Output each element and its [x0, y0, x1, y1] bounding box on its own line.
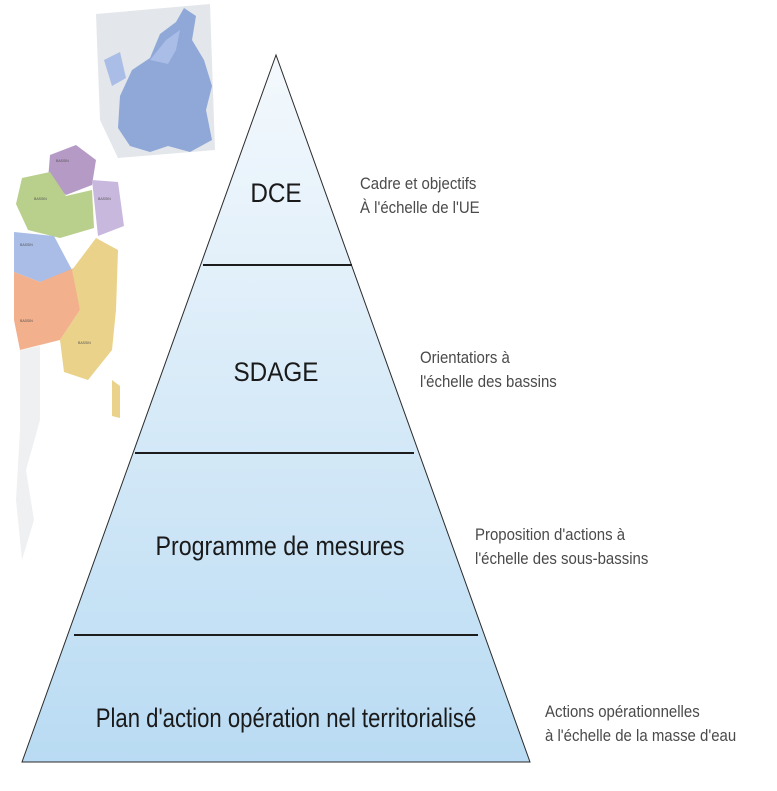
level-description-plan: Actions opérationnelles à l'échelle de l…	[545, 700, 736, 748]
description-line: Actions opérationnelles	[545, 702, 700, 721]
level-description-programme: Proposition d'actions à l'échelle des so…	[475, 523, 648, 571]
level-label-dce: DCE	[250, 179, 301, 208]
level-label-programme: Programme de mesures	[156, 531, 405, 561]
description-line: Cadre et objectifs	[360, 174, 477, 193]
description-line: l'échelle des bassins	[420, 372, 557, 391]
svg-text:BASSIN: BASSIN	[98, 197, 111, 201]
svg-text:BASSIN: BASSIN	[34, 197, 47, 201]
france-basins-map-icon: BASSIN BASSIN BASSIN BASSIN BASSIN BASSI…	[14, 145, 124, 560]
description-line: À l'échelle de l'UE	[360, 198, 480, 217]
pyramid: DCE SDAGE Programme de mesures Plan d'ac…	[21, 53, 531, 763]
europe-map-icon	[96, 4, 215, 158]
svg-text:BASSIN: BASSIN	[78, 341, 91, 345]
svg-text:BASSIN: BASSIN	[56, 159, 69, 163]
level-label-plan: Plan d'action opération nel territoriali…	[96, 704, 477, 734]
pyramid-body	[21, 53, 531, 763]
level-description-dce: Cadre et objectifs À l'échelle de l'UE	[360, 172, 480, 220]
description-line: Proposition d'actions à	[475, 525, 626, 544]
level-description-sdage: Orientatiors à l'échelle des bassins	[420, 346, 557, 394]
svg-text:BASSIN: BASSIN	[20, 243, 33, 247]
description-line: Orientatiors à	[420, 348, 510, 367]
description-line: l'échelle des sous-bassins	[475, 549, 649, 568]
description-line: à l'échelle de la masse d'eau	[545, 726, 737, 745]
level-label-sdage: SDAGE	[233, 358, 318, 387]
svg-text:BASSIN: BASSIN	[20, 319, 33, 323]
